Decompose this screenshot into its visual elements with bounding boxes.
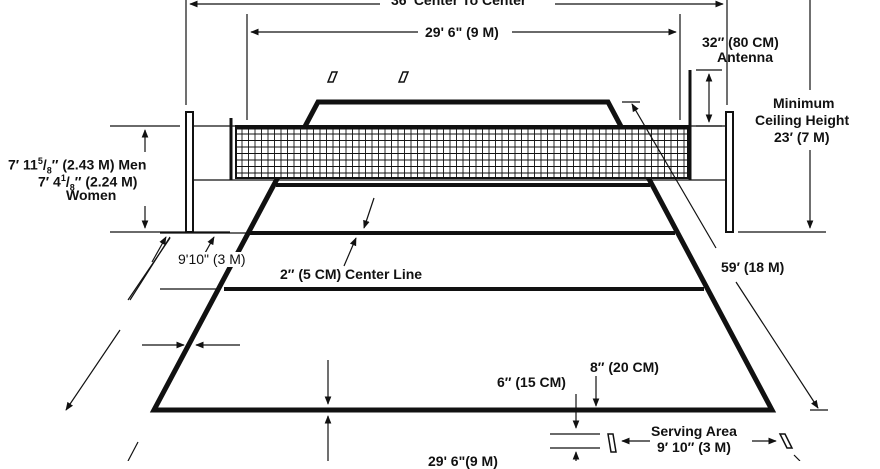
- label-line-width-8: 8″ (20 CM): [590, 359, 659, 375]
- label-women-sub: 8: [69, 182, 75, 193]
- label-bottom-width: 29' 6"(9 M): [428, 453, 498, 469]
- lower-left-diagonal: [127, 441, 139, 462]
- lower-right-diagonal: [793, 454, 801, 462]
- label-ceiling-value: 23′ (7 M): [774, 129, 830, 145]
- label-men-sub: 8: [46, 165, 52, 176]
- dim-left-diagonal-up: [127, 237, 171, 301]
- label-women-c: ″ (2.24 M): [74, 173, 138, 190]
- antenna-marker: [326, 71, 339, 83]
- label-men-b: /: [42, 156, 47, 173]
- antenna-marker: [397, 71, 410, 83]
- right-post: [725, 111, 734, 233]
- label-antenna: Antenna: [717, 49, 773, 65]
- label-attack-line: 9'10" (3 M): [178, 251, 246, 267]
- label-serving-area: Serving Area: [651, 423, 737, 439]
- label-women: Women: [66, 187, 117, 203]
- dim-centerline-arrow-bottom: [343, 237, 357, 267]
- label-men-c: ″ (2.43 M) Men: [51, 156, 147, 173]
- label-men-sup: 5: [37, 156, 43, 166]
- label-ceiling-minimum: Minimum: [773, 95, 835, 111]
- label-net-height-men: 7′ 115/8″ (2.43 M) Men: [8, 154, 146, 178]
- dim-59ft-arrow-up: [631, 103, 717, 249]
- serving-marker-right: [778, 433, 794, 449]
- label-women-a: 7′ 4: [38, 173, 61, 190]
- dim-left-diagonal-down: [65, 329, 121, 411]
- label-center-line: 2″ (5 CM) Center Line: [280, 266, 423, 282]
- label-women-b: /: [65, 173, 70, 190]
- label-court-length: 59′ (18 M): [721, 259, 785, 275]
- dim-59ft-arrow-down: [735, 281, 819, 409]
- label-women-sup: 1: [60, 173, 66, 183]
- left-post: [185, 111, 194, 233]
- label-net-span: 29' 6" (9 M): [422, 25, 502, 40]
- dim-attack-arrow-1: [151, 236, 167, 263]
- court-outline: [149, 99, 777, 413]
- label-center-to-center: 36′ Center To Center: [388, 0, 530, 8]
- label-serving-depth: 9′ 10″ (3 M): [657, 439, 731, 455]
- label-ceiling-height: Ceiling Height: [755, 112, 850, 128]
- label-antenna-height: 32″ (80 CM): [702, 34, 779, 50]
- label-line-width-6: 6″ (15 CM): [497, 374, 566, 390]
- net: [235, 125, 689, 179]
- label-men-a: 7′ 11: [8, 156, 38, 173]
- serving-marker-left: [607, 433, 617, 453]
- dim-centerline-arrow-top: [363, 197, 375, 229]
- label-net-height-women: 7′ 41/8″ (2.24 M): [38, 171, 137, 195]
